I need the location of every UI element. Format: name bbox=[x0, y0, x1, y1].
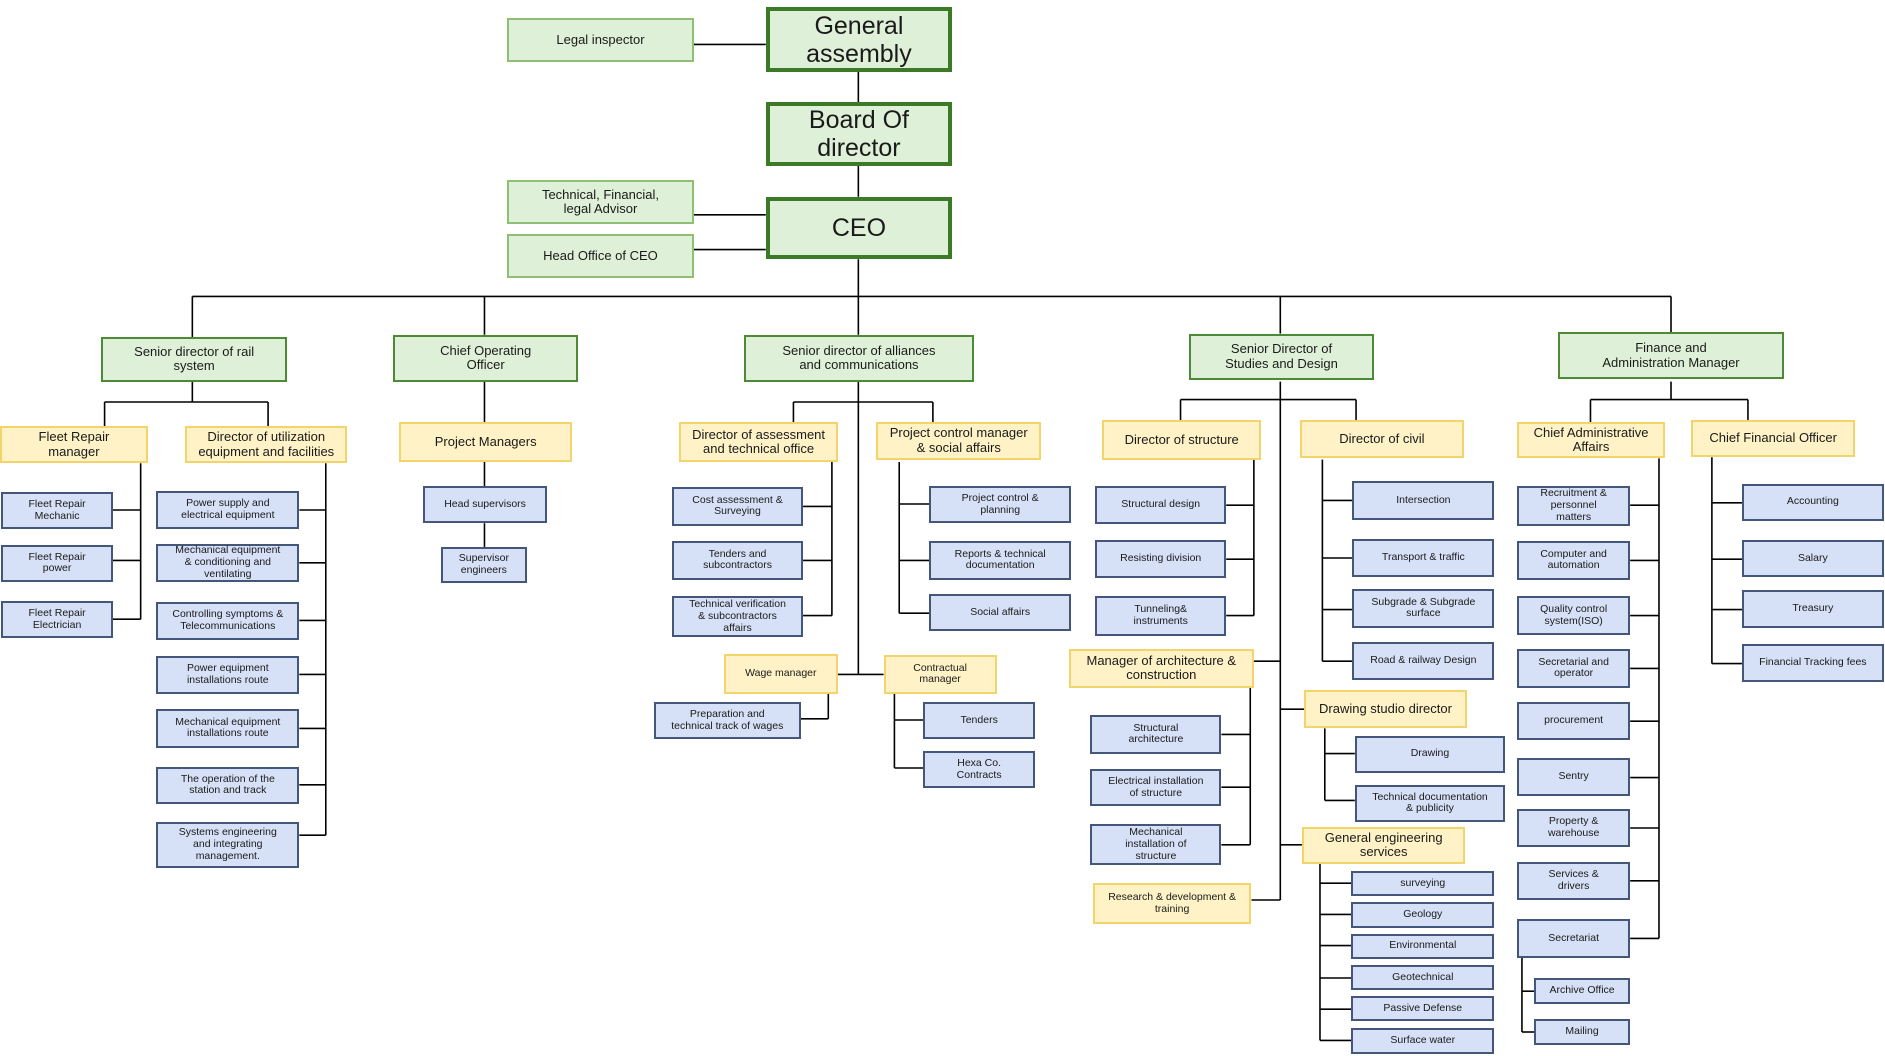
project-control-unit-box: Reports & technical documentation bbox=[929, 541, 1072, 580]
finance-manager-box: Finance and Administration Manager bbox=[1558, 332, 1784, 380]
fleet-unit-box: Fleet Repair Electrician bbox=[1, 601, 113, 639]
general-unit-box: Surface water bbox=[1351, 1028, 1495, 1054]
civil-director-box: Director of civil bbox=[1299, 420, 1465, 459]
utilization-unit-box: The operation of the station and track bbox=[156, 766, 300, 804]
cao-unit-box: Sentry bbox=[1517, 758, 1631, 796]
project-control-manager-box: Project control manager & social affairs bbox=[876, 422, 1042, 460]
general-unit-box: surveying bbox=[1351, 871, 1495, 897]
drawing-director-box: Drawing studio director bbox=[1304, 690, 1467, 729]
cfo-unit-box: Accounting bbox=[1741, 483, 1884, 521]
general-unit-box: Geology bbox=[1351, 902, 1495, 928]
project-control-unit-box: Social affairs bbox=[929, 594, 1072, 632]
structure-director-box: Director of structure bbox=[1102, 420, 1262, 460]
structure-unit-box: Resisting division bbox=[1095, 540, 1227, 579]
secretariat-unit-box: Archive Office bbox=[1533, 978, 1631, 1005]
structure-unit-box: Structural design bbox=[1095, 486, 1227, 525]
fleet-repair-manager-box: Fleet Repair manager bbox=[0, 426, 148, 464]
cao-unit-box: Computer and automation bbox=[1517, 541, 1631, 580]
utilization-unit-box: Controlling symptoms & Telecommunication… bbox=[156, 602, 300, 640]
cao-unit-box: Services & drivers bbox=[1517, 861, 1631, 900]
cao-unit-box: Property & warehouse bbox=[1517, 808, 1631, 848]
civil-unit-box: Transport & traffic bbox=[1352, 538, 1495, 578]
architecture-unit-box: Mechanical installation of structure bbox=[1090, 824, 1222, 866]
cfo-unit-box: Salary bbox=[1741, 540, 1884, 578]
drawing-unit-box: Drawing bbox=[1354, 735, 1506, 773]
civil-unit-box: Road & railway Design bbox=[1352, 642, 1495, 681]
utilization-unit-box: Mechanical equipment installations route bbox=[156, 709, 300, 748]
architecture-unit-box: Structural architecture bbox=[1090, 715, 1222, 754]
assessment-unit-box: Tenders and subcontractors bbox=[672, 541, 804, 580]
utilization-unit-box: Mechanical equipment & conditioning and … bbox=[156, 543, 300, 582]
cao-unit-box: Secretarial and operator bbox=[1517, 649, 1631, 688]
head-office-box: Head Office of CEO bbox=[507, 234, 694, 279]
utilization-director-box: Director of utilization equipment and fa… bbox=[185, 426, 348, 464]
cao-box: Chief Administrative Affairs bbox=[1517, 422, 1665, 459]
assessment-unit-box: Cost assessment & Surveying bbox=[672, 487, 804, 526]
cao-unit-box: Secretariat bbox=[1517, 919, 1631, 958]
cfo-unit-box: Treasury bbox=[1741, 590, 1884, 628]
civil-unit-box: Intersection bbox=[1352, 481, 1495, 520]
wage-manager-box: Wage manager bbox=[723, 654, 838, 694]
cao-unit-box: procurement bbox=[1517, 702, 1631, 741]
supervisor-engineers-box: Supervisor engineers bbox=[441, 547, 527, 584]
secretariat-unit-box: Mailing bbox=[1533, 1018, 1631, 1046]
general-unit-box: Geotechnical bbox=[1351, 964, 1495, 990]
project-control-unit-box: Project control & planning bbox=[929, 486, 1072, 524]
utilization-unit-box: Power equipment installations route bbox=[156, 656, 300, 694]
coo-box: Chief Operating Officer bbox=[393, 334, 579, 382]
legal-inspector-box: Legal inspector bbox=[507, 18, 694, 63]
fleet-unit-box: Fleet Repair Mechanic bbox=[1, 492, 113, 530]
contractual-manager-box: Contractual manager bbox=[883, 655, 997, 694]
architecture-manager-box: Manager of architecture & construction bbox=[1068, 649, 1254, 688]
drawing-unit-box: Technical documentation & publicity bbox=[1354, 784, 1506, 822]
contractual-unit-box: Hexa Co. Contracts bbox=[923, 751, 1036, 789]
fleet-unit-box: Fleet Repair power bbox=[1, 544, 113, 582]
cao-unit-box: Recruitment & personnel matters bbox=[1517, 486, 1631, 526]
studies-director-box: Senior Director of Studies and Design bbox=[1188, 333, 1375, 381]
wage-unit-box: Preparation and technical track of wages bbox=[653, 702, 801, 740]
research-box: Research & development & training bbox=[1092, 883, 1252, 924]
civil-unit-box: Subgrade & Subgrade surface bbox=[1352, 589, 1495, 628]
assessment-director-box: Director of assessment and technical off… bbox=[679, 422, 838, 462]
general-assembly-box: General assembly bbox=[765, 7, 953, 72]
rail-director-box: Senior director of rail system bbox=[100, 337, 288, 382]
ceo-box: CEO bbox=[765, 196, 953, 260]
alliances-director-box: Senior director of alliances and communi… bbox=[744, 334, 974, 382]
cao-unit-box: Quality control system(ISO) bbox=[1517, 596, 1631, 635]
general-unit-box: Passive Defense bbox=[1351, 996, 1495, 1022]
architecture-unit-box: Electrical installation of structure bbox=[1090, 769, 1222, 807]
utilization-unit-box: Systems engineering and integrating mana… bbox=[156, 822, 300, 868]
utilization-unit-box: Power supply and electrical equipment bbox=[156, 490, 300, 530]
project-managers-box: Project Managers bbox=[399, 422, 573, 462]
cfo-box: Chief Financial Officer bbox=[1691, 420, 1855, 458]
general-unit-box: Environmental bbox=[1351, 933, 1495, 959]
cfo-unit-box: Financial Tracking fees bbox=[1741, 644, 1884, 682]
technical-advisor-box: Technical, Financial, legal Advisor bbox=[507, 180, 694, 225]
general-engineering-box: General engineering services bbox=[1301, 826, 1466, 864]
board-of-director-box: Board Of director bbox=[765, 102, 953, 166]
head-supervisors-box: Head supervisors bbox=[423, 486, 547, 524]
assessment-unit-box: Technical verification & subcontractors … bbox=[672, 596, 804, 638]
structure-unit-box: Tunneling& instruments bbox=[1095, 596, 1227, 636]
contractual-unit-box: Tenders bbox=[923, 702, 1036, 740]
